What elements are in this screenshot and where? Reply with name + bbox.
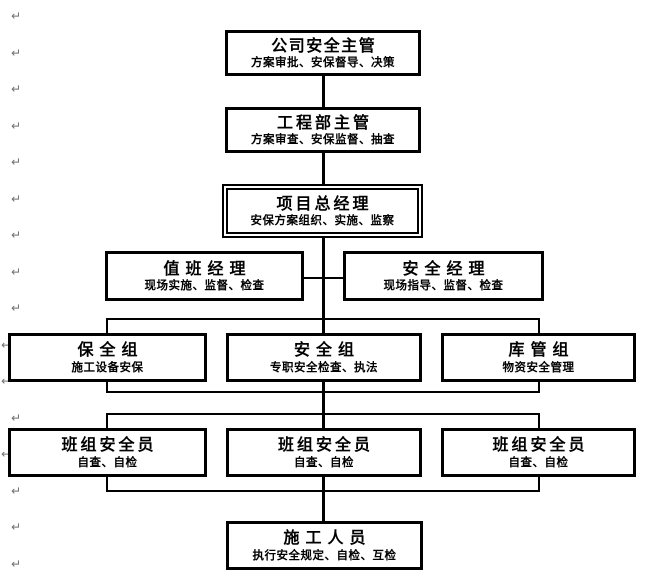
paragraph-mark-icon: ↵ [11, 265, 22, 279]
connector-line [322, 238, 325, 333]
box-title: 安全组 [293, 340, 360, 360]
paragraph-mark-icon: ↵ [11, 557, 22, 571]
connector-line [106, 413, 540, 415]
paragraph-mark-icon: ↵ [11, 119, 22, 133]
box-title: 工程部主管 [276, 112, 372, 132]
paragraph-mark-icon: ↵ [11, 9, 22, 23]
org-box-construction-workers: 施工人员 执行安全规定、自检、互检 [226, 521, 423, 570]
box-subtitle: 专职安全检查、执法 [270, 359, 378, 374]
box-title: 公司安全主管 [271, 35, 377, 55]
org-box-safety-manager: 安全经理 现场指导、监督、检查 [343, 251, 544, 301]
org-box-team-safety-officer-1: 班组安全员 自查、自检 [8, 428, 207, 477]
org-box-company-safety-director: 公司安全主管 方案审批、安保督导、决策 [225, 30, 421, 76]
paragraph-mark-icon: ↵ [11, 82, 22, 96]
connector-line [538, 413, 540, 428]
paragraph-mark-icon: ↵ [11, 46, 22, 60]
box-title: 值班经理 [163, 258, 252, 278]
box-subtitle: 自查、自检 [508, 454, 569, 469]
box-subtitle: 执行安全规定、自检、互检 [252, 547, 397, 562]
connector-line [538, 476, 540, 491]
paragraph-mark-icon: ↵ [11, 228, 22, 242]
connector-line [322, 382, 325, 428]
org-box-team-safety-officer-3: 班组安全员 自查、自检 [441, 428, 636, 477]
paragraph-mark-icon: ↵ [1, 447, 12, 461]
box-title: 施工人员 [283, 528, 372, 548]
box-subtitle: 现场实施、监督、检查 [144, 278, 265, 292]
connector-line [106, 476, 108, 491]
paragraph-mark-icon: ↵ [11, 411, 22, 425]
connector-line [538, 318, 540, 334]
box-subtitle: 安保方案组织、实施、监察 [250, 213, 395, 227]
connector-line [304, 277, 343, 279]
connector-line [106, 318, 108, 334]
connector-line [106, 413, 108, 428]
box-title: 项目总经理 [276, 193, 372, 213]
box-subtitle: 现场指导、监督、检查 [383, 278, 504, 292]
box-subtitle: 方案审批、安保督导、决策 [251, 55, 395, 69]
box-subtitle: 物资安全管理 [502, 359, 575, 374]
connector-line [106, 382, 108, 392]
box-subtitle: 施工设备安保 [71, 359, 144, 374]
box-title: 班组安全员 [61, 435, 157, 455]
box-title: 保全组 [77, 340, 144, 360]
connector-line [538, 382, 540, 392]
box-title: 班组安全员 [277, 435, 373, 455]
box-subtitle: 自查、自检 [294, 454, 354, 469]
org-box-warehouse-group: 库管组 物资安全管理 [441, 333, 636, 382]
box-title: 安全经理 [402, 258, 491, 278]
org-box-team-safety-officer-2: 班组安全员 自查、自检 [226, 428, 422, 477]
paragraph-mark-icon: ↵ [11, 520, 22, 534]
box-subtitle: 自查、自检 [77, 454, 138, 469]
box-subtitle: 方案审查、安保监督、抽查 [251, 132, 395, 146]
org-box-duty-manager: 值班经理 现场实施、监督、检查 [105, 251, 304, 301]
box-title: 库管组 [508, 340, 575, 360]
box-title: 班组安全员 [492, 435, 588, 455]
org-box-engineering-dept-director: 工程部主管 方案审查、安保监督、抽查 [225, 107, 421, 153]
connector-line [322, 476, 325, 522]
org-box-project-general-manager: 项目总经理 安保方案组织、实施、监察 [222, 184, 423, 238]
org-box-safety-group: 安全组 专职安全检查、执法 [226, 333, 422, 382]
paragraph-mark-icon: ↵ [11, 155, 22, 169]
paragraph-mark-icon: ↵ [1, 338, 12, 352]
connector-line [106, 391, 540, 393]
connector-line [322, 76, 325, 107]
connector-line [106, 490, 540, 492]
paragraph-mark-icon: ↵ [11, 301, 22, 315]
connector-line [322, 153, 325, 184]
paragraph-mark-icon: ↵ [11, 192, 22, 206]
paragraph-mark-icon: ↵ [1, 374, 12, 388]
connector-line [106, 318, 540, 320]
paragraph-mark-icon: ↵ [11, 484, 22, 498]
org-box-security-group: 保全组 施工设备安保 [8, 333, 207, 382]
